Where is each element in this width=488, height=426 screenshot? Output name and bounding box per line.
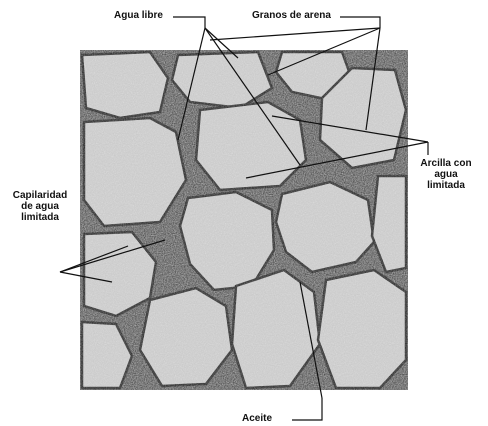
label-capillary-line1: Capilaridad [4, 190, 76, 201]
label-clay-line2: agua [406, 169, 486, 180]
label-clay: Arcilla con agua limitada [406, 158, 486, 191]
label-free-water: Agua libre [114, 10, 163, 21]
label-capillary-line2: de agua [4, 201, 76, 212]
label-capillary-line3: limitada [4, 212, 76, 223]
label-oil: Aceite [242, 413, 272, 424]
label-clay-line3: limitada [406, 180, 486, 191]
label-capillary: Capilaridad de agua limitada [4, 190, 76, 223]
label-clay-line1: Arcilla con [406, 158, 486, 169]
label-sand-grains: Granos de arena [252, 10, 331, 21]
grain-texture [80, 50, 408, 390]
